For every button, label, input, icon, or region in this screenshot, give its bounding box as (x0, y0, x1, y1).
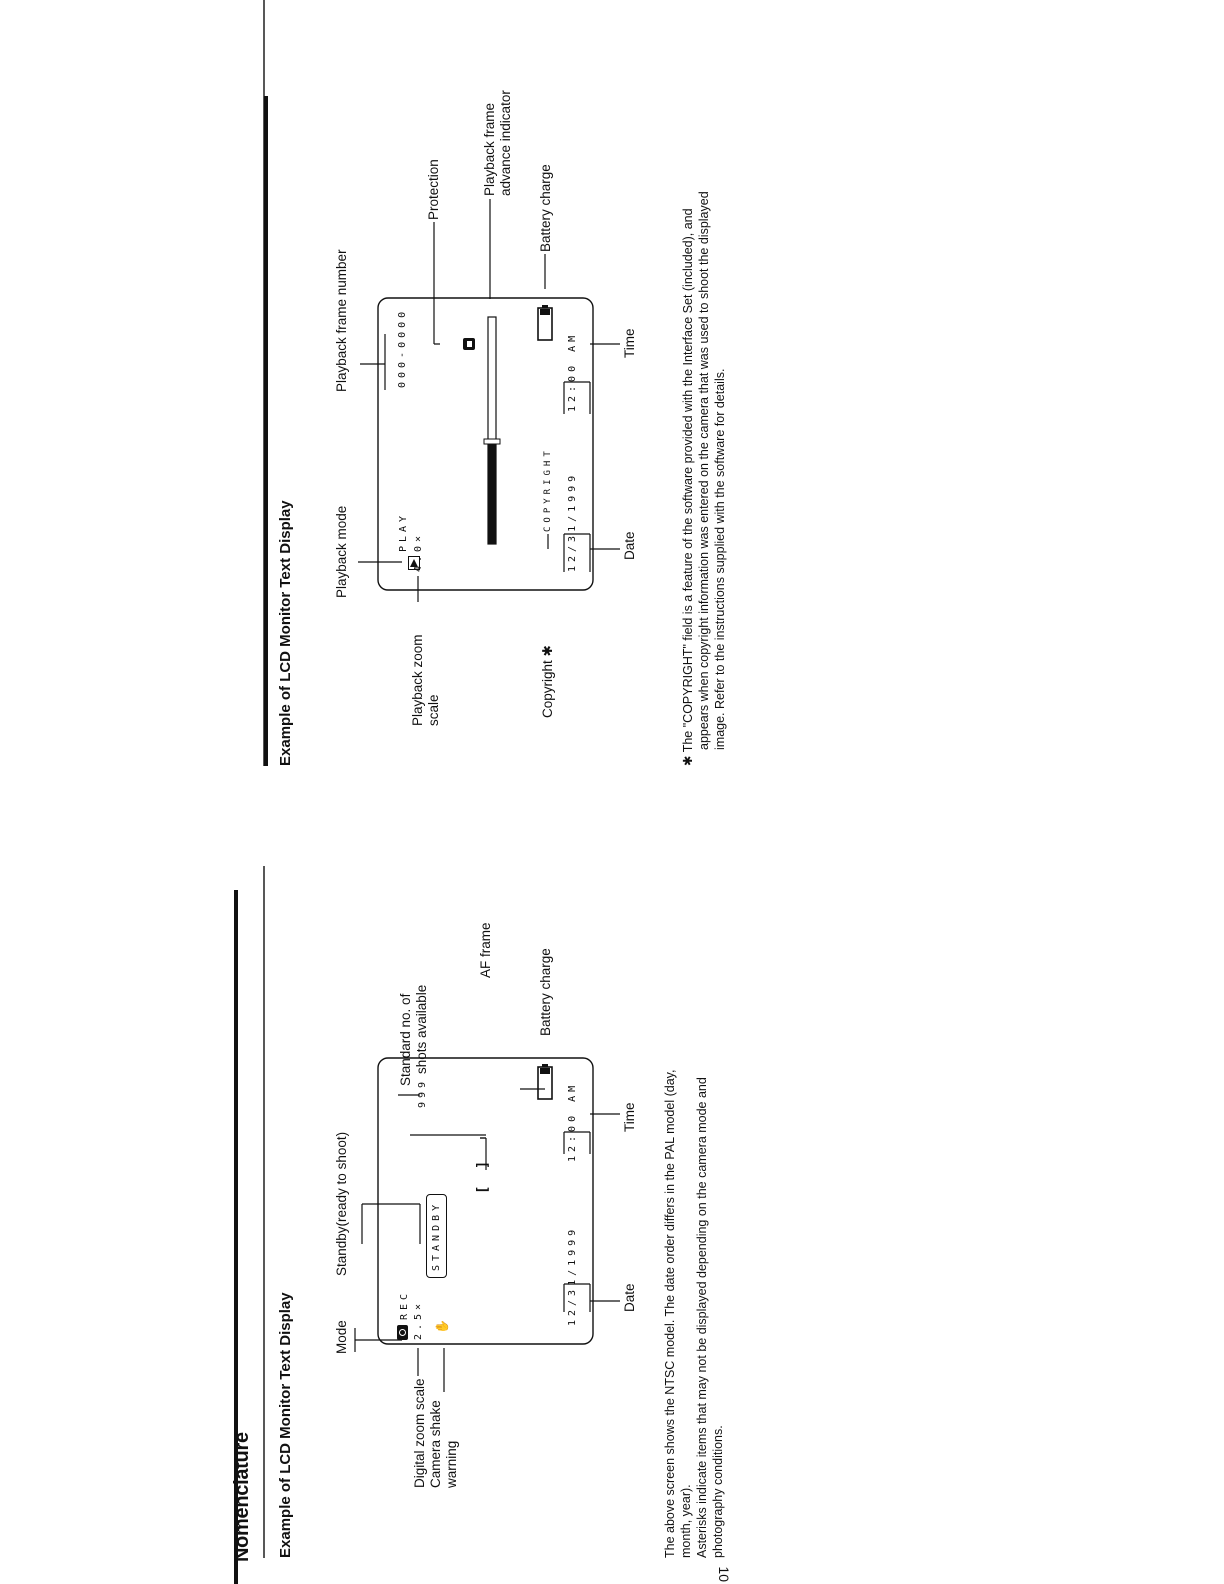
rec-section-title: Example of LCD Monitor Text Display (277, 1292, 294, 1558)
page-title: Nomenclature (231, 1432, 253, 1562)
camera-icon (397, 1325, 408, 1340)
battery-icon (537, 1064, 553, 1100)
label-play-date: Date (622, 531, 637, 560)
label-standard-shots: Standard no. of (398, 993, 413, 1086)
lcd-frame-number: 000-0000 (397, 307, 408, 388)
lcd-rec-mode: REC (399, 1289, 410, 1320)
lcd-play-mode: PLAY (398, 511, 409, 552)
label-mode: Mode (334, 1320, 349, 1354)
rec-note-line4: photography conditions. (711, 1425, 725, 1558)
label-standard-shots-2: shots available (414, 984, 429, 1074)
label-time: Time (622, 1102, 637, 1133)
play-note: ✱ The "COPYRIGHT" field is a feature of … (680, 46, 728, 766)
lcd-rec-time: 12:00 AM (567, 1081, 578, 1162)
lcd-play-time: 12:00 AM (567, 331, 578, 412)
label-battery: Battery charge (538, 948, 553, 1036)
play-frame-leader (360, 334, 386, 390)
label-playback-mode: Playback mode (334, 505, 349, 598)
label-zoom-scale-2: scale (426, 694, 441, 726)
label-frame-advance-2: advance indicator (498, 90, 513, 196)
frame-advance-bar (483, 316, 501, 545)
protect-icon (463, 338, 475, 350)
label-date: Date (622, 1283, 637, 1312)
rec-note-line1: The above screen shows the NTSC model. T… (663, 1069, 677, 1558)
label-copyright: Copyright ✱ (540, 645, 555, 718)
play-protect-leader (433, 222, 440, 345)
rec-note-line2: month, year). (679, 1484, 693, 1558)
play-note-line1: ✱ The "COPYRIGHT" field is a feature of … (681, 208, 695, 766)
play-section-title: Example of LCD Monitor Text Display (277, 500, 294, 766)
label-play-time: Time (622, 328, 637, 359)
rec-note: The above screen shows the NTSC model. T… (662, 858, 726, 1558)
label-standby: Standby(ready to shoot) (334, 1131, 349, 1276)
rec-date-bracket (563, 1283, 591, 1312)
label-frame-advance: Playback frame (482, 102, 497, 196)
rec-time-bracket (563, 1131, 591, 1154)
label-play-battery: Battery charge (538, 164, 553, 252)
lcd-rec-date: 12/31/1999 (567, 1225, 578, 1326)
lcd-play-date: 12/31/1999 (567, 471, 578, 572)
lcd-copyright: COPYRIGHT (543, 447, 553, 532)
play-time-bracket (563, 381, 591, 414)
play-lcd-frame (377, 297, 594, 591)
label-digital-zoom: Digital zoom scale (412, 1378, 427, 1488)
play-note-line3: image. Refer to the instructions supplie… (713, 368, 727, 750)
label-af-frame: AF frame (478, 922, 493, 978)
lcd-standby: STANDBY (426, 1193, 447, 1278)
lcd-play-zoom: 4.0× (413, 531, 424, 572)
play-note-line2: appears when copyright information was e… (697, 191, 711, 750)
rec-af-leader (480, 1137, 487, 1170)
label-frame-number: Playback frame number (334, 249, 349, 392)
rec-note-line3: Asterisks indicate items that may not be… (695, 1077, 709, 1558)
label-protection: Protection (426, 159, 441, 220)
label-zoom-scale: Playback zoom (410, 634, 425, 726)
play-date-bracket (563, 533, 591, 572)
hand-shake-icon: ✋ (435, 1319, 449, 1334)
rec-standby-leader (361, 1203, 421, 1244)
page-number: 10 (716, 1566, 732, 1582)
label-camera-shake: Camera shake (428, 1400, 443, 1488)
lcd-rec-zoom: 2.5× (413, 1299, 424, 1340)
label-camera-shake-2: warning (444, 1440, 459, 1488)
lcd-shots: 999 (417, 1077, 428, 1108)
rec-lcd-frame (377, 1057, 594, 1345)
battery-icon (537, 305, 553, 341)
lcd-af-frame: [ ] (475, 1156, 491, 1194)
